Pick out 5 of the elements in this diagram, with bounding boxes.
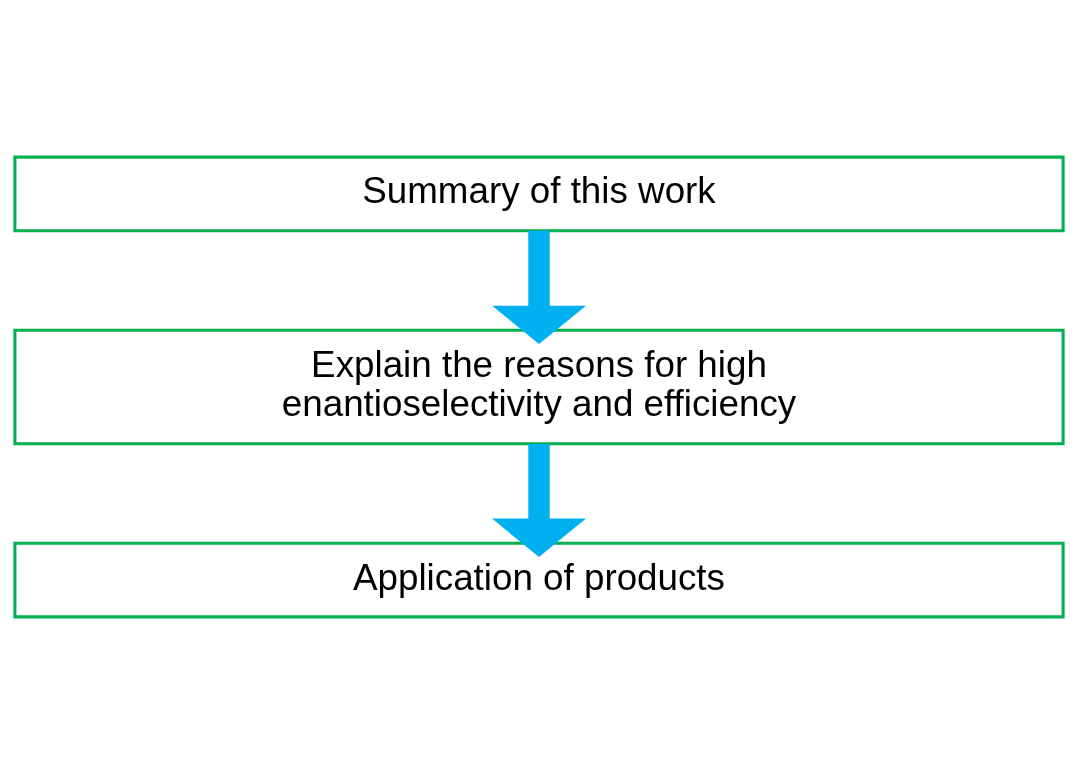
node-box: Summary of this work: [13, 155, 1065, 232]
node-box: Application of products: [13, 541, 1065, 618]
arrow: [492, 230, 586, 344]
arrow: [492, 443, 586, 557]
node-box: Explain the reasons for high enantioselectivity and efficiency: [13, 328, 1065, 445]
